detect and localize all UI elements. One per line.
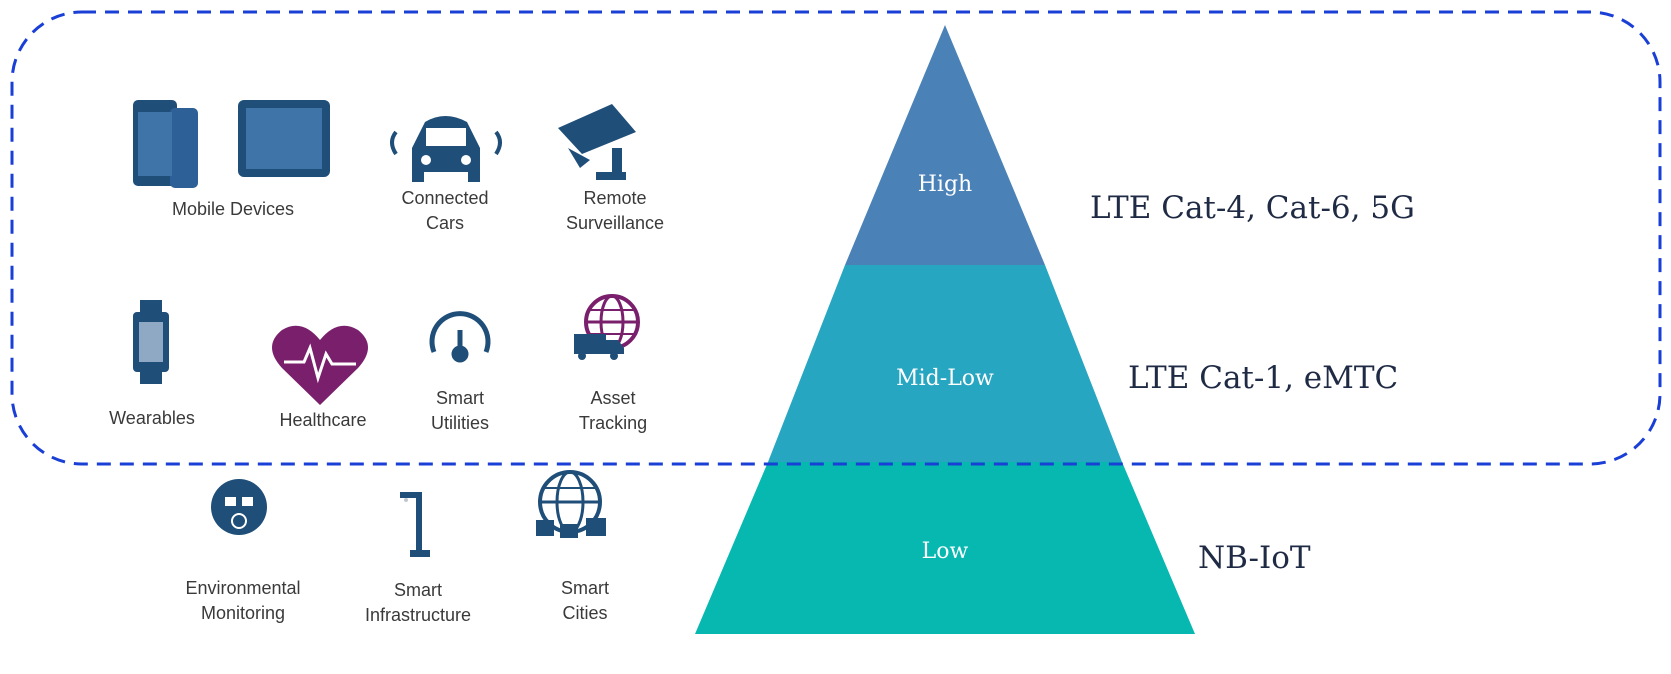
label-remote-surveillance-line1: Remote bbox=[583, 188, 647, 208]
tier-label-low: Low bbox=[921, 539, 969, 564]
wearable-watch-icon bbox=[133, 300, 169, 384]
label-connected-cars-line2: Cars bbox=[425, 213, 464, 233]
label-healthcare: Healthcare bbox=[279, 410, 367, 430]
label-smart-cities-line1: Smart bbox=[560, 578, 609, 598]
healthcare-heart-icon bbox=[272, 325, 368, 405]
label-environmental-monitoring: Environmental Monitoring bbox=[168, 576, 318, 626]
pyramid bbox=[695, 25, 1195, 634]
environmental-monitoring-icon bbox=[211, 479, 267, 535]
smart-cities-globe-icon bbox=[536, 470, 606, 538]
label-smart-cities: Smart Cities bbox=[530, 576, 640, 626]
label-smart-utilities: Smart Utilities bbox=[410, 386, 510, 436]
label-environmental-monitoring-line1: Environmental bbox=[185, 578, 301, 598]
label-asset-tracking-line2: Tracking bbox=[578, 413, 648, 433]
dashed-boundary bbox=[10, 10, 1662, 466]
label-connected-cars-line1: Connected bbox=[401, 188, 489, 208]
connected-car-icon bbox=[390, 116, 502, 182]
label-asset-tracking: Asset Tracking bbox=[553, 386, 673, 436]
surveillance-camera-icon bbox=[558, 104, 636, 180]
label-mobile-devices: Mobile Devices bbox=[171, 199, 295, 219]
pyramid-tier-high bbox=[845, 25, 1045, 265]
pyramid-tier-low bbox=[695, 462, 1195, 634]
mobile-devices-icon bbox=[133, 100, 330, 188]
smart-infrastructure-streetlight-icon bbox=[400, 492, 430, 557]
label-connected-cars: Connected Cars bbox=[380, 186, 510, 236]
tier-label-midlow: Mid-Low bbox=[896, 366, 994, 391]
tech-label-low: NB-IoT bbox=[1198, 540, 1311, 576]
tier-label-high: High bbox=[917, 172, 973, 197]
label-asset-tracking-line1: Asset bbox=[590, 388, 636, 408]
tech-label-high: LTE Cat-4, Cat-6, 5G bbox=[1090, 190, 1415, 226]
label-smart-infrastructure-line2: Infrastructure bbox=[364, 605, 472, 625]
label-remote-surveillance: Remote Surveillance bbox=[540, 186, 690, 236]
label-smart-utilities-line1: Smart bbox=[435, 388, 484, 408]
label-smart-utilities-line2: Utilities bbox=[430, 413, 489, 433]
label-wearables: Wearables bbox=[109, 408, 195, 428]
pyramid-tier-midlow bbox=[768, 265, 1122, 462]
label-environmental-monitoring-line2: Monitoring bbox=[200, 603, 286, 623]
label-smart-cities-line2: Cities bbox=[562, 603, 608, 623]
tech-label-midlow: LTE Cat-1, eMTC bbox=[1128, 360, 1399, 396]
smart-utilities-gauge-icon bbox=[429, 311, 491, 363]
label-smart-infrastructure: Smart Infrastructure bbox=[348, 578, 488, 628]
label-smart-infrastructure-line1: Smart bbox=[393, 580, 442, 600]
label-remote-surveillance-line2: Surveillance bbox=[565, 213, 665, 233]
asset-tracking-icon bbox=[574, 294, 640, 360]
